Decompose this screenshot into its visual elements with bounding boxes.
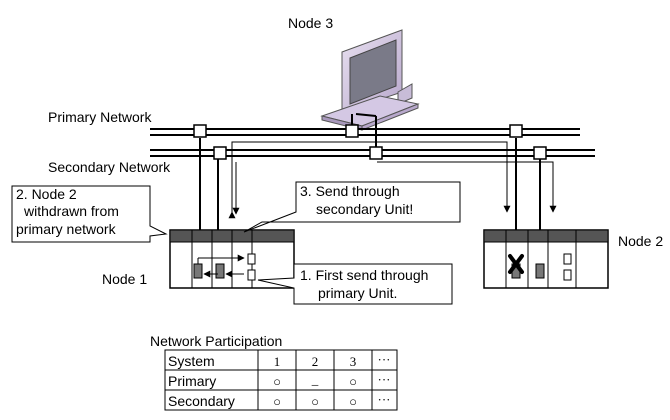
node1-label: Node 1: [102, 271, 147, 287]
callout-secondary: 3. Send through secondary Unit!: [243, 181, 461, 233]
table-cell: ○: [273, 394, 281, 409]
callout-secondary-line1: 3. Send through: [300, 183, 400, 199]
secondary-taps: [213, 146, 547, 160]
node2-label: Node 2: [618, 233, 663, 249]
table-row-label: Primary: [168, 373, 216, 389]
table-cell: ○: [273, 374, 281, 389]
table-title: Network Participation: [150, 333, 282, 349]
signal-path: [228, 141, 511, 219]
node1-plc-rack: [169, 229, 295, 289]
table-cell: 2: [312, 354, 319, 369]
table-cell: ○: [311, 394, 319, 409]
table-cell: ···: [378, 352, 391, 367]
primary-network-label: Primary Network: [48, 109, 152, 125]
callout-secondary-line2: secondary Unit!: [316, 201, 413, 217]
secondary-network-label: Secondary Network: [48, 159, 171, 175]
table-cell: 1: [274, 354, 281, 369]
table-cell: ○: [349, 374, 357, 389]
table-row-label: Secondary: [168, 393, 235, 409]
node2-drop-lines: [515, 138, 541, 230]
callout-withdrawn-line3: primary network: [16, 221, 117, 237]
node3-label: Node 3: [288, 15, 333, 31]
signal-path-secondary: [377, 161, 557, 213]
table-cell: ···: [378, 392, 391, 407]
table-cell: ○: [349, 394, 357, 409]
table-cell: _: [311, 372, 319, 387]
callout-withdrawn-line2: withdrawn from: [23, 203, 119, 219]
node2-plc-rack: [483, 229, 609, 289]
participation-table: [164, 349, 398, 411]
callout-primary: 1. First send through primary Unit.: [257, 263, 453, 305]
primary-network-cable: [150, 128, 580, 136]
table-cell: ···: [378, 372, 391, 387]
callout-withdrawn-line1: 2. Node 2: [16, 186, 77, 202]
table-cell: 3: [350, 354, 357, 369]
disconnect-x-icon: [508, 254, 524, 274]
callout-primary-line2: primary Unit.: [318, 285, 397, 301]
callout-withdrawn: 2. Node 2 withdrawn from primary network: [11, 185, 168, 243]
table-row-label: System: [168, 353, 215, 369]
callout-primary-line1: 1. First send through: [300, 267, 428, 283]
node1-drop-lines: [199, 138, 219, 230]
primary-taps: [193, 124, 523, 138]
